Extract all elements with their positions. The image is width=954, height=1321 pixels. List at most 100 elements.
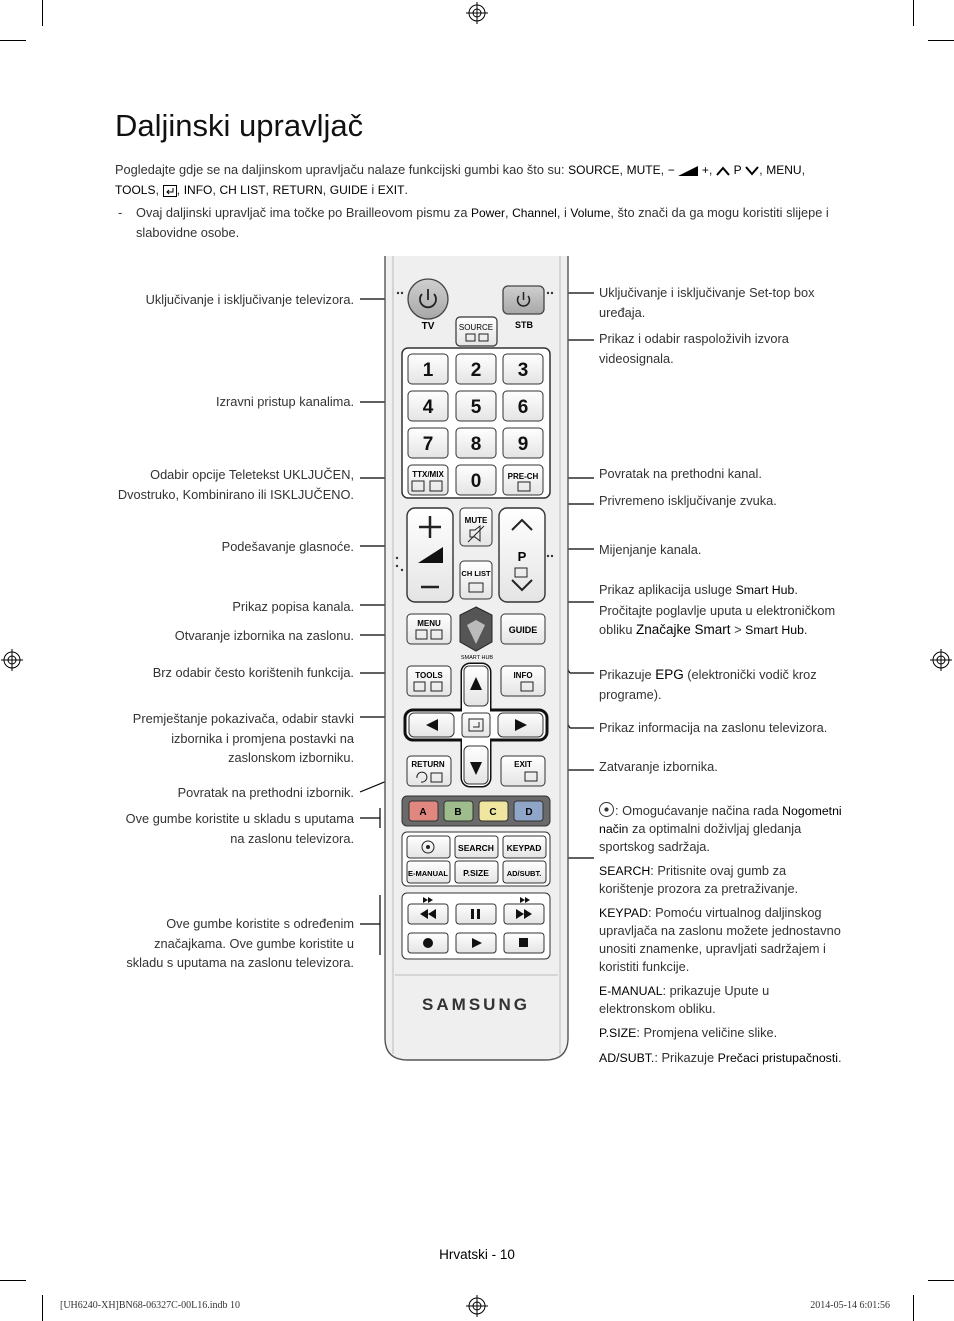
digit-4-button	[407, 390, 449, 422]
keypad-button	[502, 835, 547, 859]
volume-wedge-icon	[418, 547, 443, 563]
svg-text:9: 9	[518, 434, 529, 455]
label-guide: Prikazuje EPG (elektronički vodič kroz p…	[599, 667, 817, 702]
exit-button	[500, 755, 546, 787]
label-teletext: Odabir opcije Teletekst UKLJUČEN, Dvostr…	[117, 467, 354, 502]
label-tv-power: Uključivanje i isključivanje televizora.	[145, 292, 354, 307]
pause-icon	[471, 909, 480, 919]
svg-text:7: 7	[423, 434, 434, 455]
svg-text:2: 2	[471, 360, 482, 381]
chevron-down-icon	[745, 165, 759, 176]
arrow-up-icon	[470, 677, 482, 690]
label-exit: Zatvaranje izbornika.	[599, 759, 718, 774]
svg-text:MENU: MENU	[417, 619, 441, 628]
svg-text:AD/SUBT.: AD/SUBT.	[507, 869, 542, 878]
digit-0-button	[455, 464, 497, 496]
digit-3-button	[502, 353, 544, 385]
football-icon	[421, 840, 435, 854]
tools-button	[406, 665, 452, 697]
desc-emanual: E-MANUAL: prikazuje Upute u elektronskom…	[599, 983, 770, 1016]
svg-text:1: 1	[423, 360, 434, 381]
svg-text:EXIT: EXIT	[514, 760, 532, 769]
print-slug-left: [UH6240-XH]BN68-06327C-00L16.indb 10	[60, 1300, 240, 1311]
arrow-right-icon	[515, 719, 527, 731]
return-button	[406, 755, 452, 787]
label-volume: Podešavanje glasnoće.	[221, 539, 354, 554]
svg-text:5: 5	[471, 397, 482, 418]
label-ch-list: Prikaz popisa kanala.	[232, 599, 354, 614]
desc-adsubt: AD/SUBT.: Prikazuje Prečaci pristupačnos…	[599, 1050, 842, 1065]
e-manual-button	[406, 860, 451, 884]
b-button	[443, 800, 474, 822]
svg-text:PRE-CH: PRE-CH	[508, 472, 539, 481]
samsung-logo: SAMSUNG	[422, 995, 530, 1014]
menu-button	[406, 613, 452, 645]
svg-text:MUTE: MUTE	[465, 516, 488, 525]
rewind-icon	[420, 909, 436, 919]
desc-psize: P.SIZE: Promjena veličine slike.	[599, 1025, 778, 1040]
label-media-buttons: Ove gumbe koristite s određenim značajka…	[126, 916, 354, 970]
digit-2-button	[455, 353, 497, 385]
remote-illustration: SAMSUNG TV STB SOURCE 1 2 3 4 5 6 7 8 9 …	[359, 256, 594, 1061]
label-source: Prikaz i odabir raspoloživih izvora vide…	[599, 331, 789, 366]
svg-text:SEARCH: SEARCH	[458, 843, 494, 853]
page-title: Daljinski upravljač	[115, 108, 364, 143]
digit-5-button	[455, 390, 497, 422]
function-descriptions: : Omogućavanje načina rada Nogometni nač…	[599, 800, 844, 1074]
pause-button	[455, 903, 497, 925]
svg-text:3: 3	[518, 360, 529, 381]
label-mute: Privremeno isključivanje zvuka.	[599, 493, 777, 508]
print-slug-right: 2014-05-14 6:01:56	[810, 1300, 890, 1311]
svg-text:INFO: INFO	[513, 671, 532, 680]
digit-9-button	[502, 427, 544, 459]
svg-text:P: P	[518, 549, 527, 564]
label-channel-direct: Izravni pristup kanalima.	[216, 394, 354, 409]
digit-8-button	[455, 427, 497, 459]
svg-text:STB: STB	[515, 320, 534, 330]
label-pre-ch: Povratak na prethodni kanal.	[599, 466, 762, 481]
label-channel: Mijenjanje kanala.	[599, 542, 702, 557]
mute-icon	[467, 524, 485, 543]
digit-1-button	[407, 353, 449, 385]
registration-mark-left	[1, 649, 23, 671]
guide-button	[500, 613, 546, 645]
braille-note: - Ovaj daljinski upravljač ima točke po …	[118, 205, 829, 240]
label-return: Povratak na prethodni izbornik.	[177, 785, 354, 800]
svg-text:CH LIST: CH LIST	[461, 569, 491, 578]
a-button	[408, 800, 439, 822]
registration-mark-bottom	[466, 1295, 488, 1317]
mute-button	[459, 507, 493, 547]
volume-wedge-icon	[678, 165, 699, 176]
svg-text:8: 8	[471, 434, 482, 455]
registration-mark-top	[466, 2, 488, 24]
record-icon	[423, 938, 433, 948]
enter-icon	[162, 184, 177, 197]
arrow-left-icon	[426, 719, 438, 731]
desc-keypad: KEYPAD: Pomoću virtualnog daljinskog upr…	[599, 905, 841, 974]
registration-mark-right	[930, 649, 952, 671]
pre-ch-button	[502, 464, 544, 496]
channel-rocker	[498, 507, 546, 603]
svg-text:0: 0	[471, 471, 482, 492]
ttx-mix-button	[407, 464, 449, 496]
svg-text:SMART HUB: SMART HUB	[461, 655, 494, 661]
football-icon	[599, 802, 614, 817]
volume-rocker	[406, 507, 454, 603]
svg-text:SOURCE: SOURCE	[459, 323, 493, 332]
svg-text:B: B	[454, 807, 461, 818]
p-size-button	[454, 860, 499, 884]
power-icon	[419, 289, 437, 309]
svg-text:A: A	[419, 807, 426, 818]
page-footer: Hrvatski - 10	[439, 1247, 515, 1262]
svg-text:E-MANUAL: E-MANUAL	[408, 869, 448, 878]
label-color-buttons: Ove gumbe koristite u skladu s uputama n…	[125, 811, 354, 846]
ad-subt-button	[502, 860, 547, 884]
svg-text:TTX/MIX: TTX/MIX	[412, 470, 444, 479]
digit-7-button	[407, 427, 449, 459]
label-menu: Otvaranje izbornika na zaslonu.	[174, 628, 354, 643]
label-stb-power: Uključivanje i isključivanje Set-top box…	[599, 285, 815, 320]
label-smart-hub: Prikaz aplikacija usluge Smart Hub. Proč…	[599, 582, 836, 637]
intro-paragraph: Pogledajte gdje se na daljinskom upravlj…	[115, 162, 806, 197]
info-button	[500, 665, 546, 697]
svg-text:GUIDE: GUIDE	[509, 625, 538, 635]
